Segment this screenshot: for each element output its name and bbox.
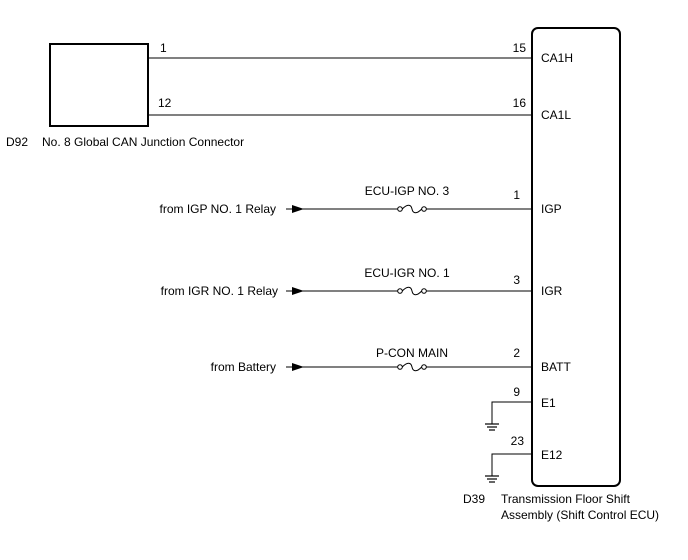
fuse-label-ecu-igp: ECU-IGP NO. 3: [365, 184, 450, 198]
d92-name: No. 8 Global CAN Junction Connector: [42, 135, 244, 149]
e1-ground-wire: [491, 401, 532, 424]
fuse-label-p-con-main: P-CON MAIN: [376, 346, 448, 360]
ecu-pin-15: 15: [513, 41, 527, 55]
ecu-label-e1: E1: [541, 396, 556, 410]
igr-arrow: [292, 287, 304, 295]
igp-arrow: [292, 205, 304, 213]
ecu-name-line1: Transmission Floor Shift: [501, 492, 631, 506]
ecu-pin-3: 3: [513, 273, 520, 287]
d92-code: D92: [6, 135, 28, 149]
d92-pin-1: 1: [160, 41, 167, 55]
e1-ground-icon: [484, 423, 500, 431]
junction-connector-box: [49, 43, 149, 127]
ecu-label-ca1h: CA1H: [541, 51, 573, 65]
ecu-pin-9: 9: [513, 385, 520, 399]
ecu-pin-16: 16: [513, 96, 527, 110]
ecu-label-ca1l: CA1L: [541, 108, 571, 122]
e12-ground-wire: [491, 453, 532, 476]
d92-pin-12: 12: [158, 96, 172, 110]
source-igr-relay: from IGR NO. 1 Relay: [161, 284, 278, 298]
ecu-pin-23: 23: [511, 434, 525, 448]
ecu-box: [531, 27, 621, 487]
ecu-pin-1: 1: [513, 188, 520, 202]
ecu-igp-fuse: [397, 204, 427, 214]
ecu-pin-2: 2: [513, 346, 520, 360]
ecu-igr-fuse: [397, 286, 427, 296]
ecu-label-batt: BATT: [541, 360, 571, 374]
source-battery: from Battery: [211, 360, 276, 374]
ecu-label-igp: IGP: [541, 202, 562, 216]
e12-ground-icon: [484, 475, 500, 483]
batt-arrow: [292, 363, 304, 371]
ecu-label-e12: E12: [541, 448, 563, 462]
ecu-name-line2: Assembly (Shift Control ECU): [501, 508, 659, 522]
fuse-label-ecu-igr: ECU-IGR NO. 1: [364, 266, 450, 280]
source-igp-relay: from IGP NO. 1 Relay: [160, 202, 276, 216]
p-con-main-fuse: [397, 362, 427, 372]
ecu-code: D39: [463, 492, 485, 506]
ecu-label-igr: IGR: [541, 284, 563, 298]
